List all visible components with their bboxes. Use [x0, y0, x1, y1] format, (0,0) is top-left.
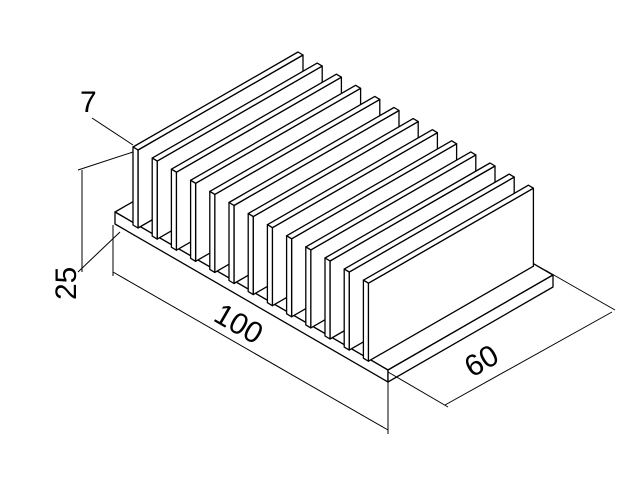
dimension-height: 25 [50, 267, 83, 300]
fin-front-face [305, 246, 312, 329]
fin-front-face [324, 257, 331, 340]
length-dimension-line [112, 271, 389, 431]
width-dimension-line [444, 311, 613, 406]
fin-front-face [266, 224, 274, 307]
dimension-fin-thickness: 7 [80, 86, 97, 119]
width-extension-line [544, 269, 616, 311]
dimension-width: 60 [459, 339, 504, 384]
fin-front-face [209, 190, 216, 274]
width-extension-line [387, 371, 449, 408]
fin-front-face [132, 146, 139, 229]
height-extension-line [77, 231, 121, 273]
dimension-lines [77, 117, 616, 434]
fin-front-face [151, 157, 158, 240]
heatsink-fins [132, 51, 535, 362]
fin-front-face [247, 212, 254, 296]
fin [362, 184, 535, 362]
fin-front-face [362, 279, 370, 362]
fin-front-face [228, 201, 235, 285]
fin-front-face [285, 235, 293, 318]
fin-front-face [189, 179, 197, 262]
height-extension-line [77, 151, 134, 171]
fin-front-face [343, 268, 350, 351]
fin-front-face [170, 168, 178, 251]
fin-thickness-leader-line [91, 117, 134, 146]
